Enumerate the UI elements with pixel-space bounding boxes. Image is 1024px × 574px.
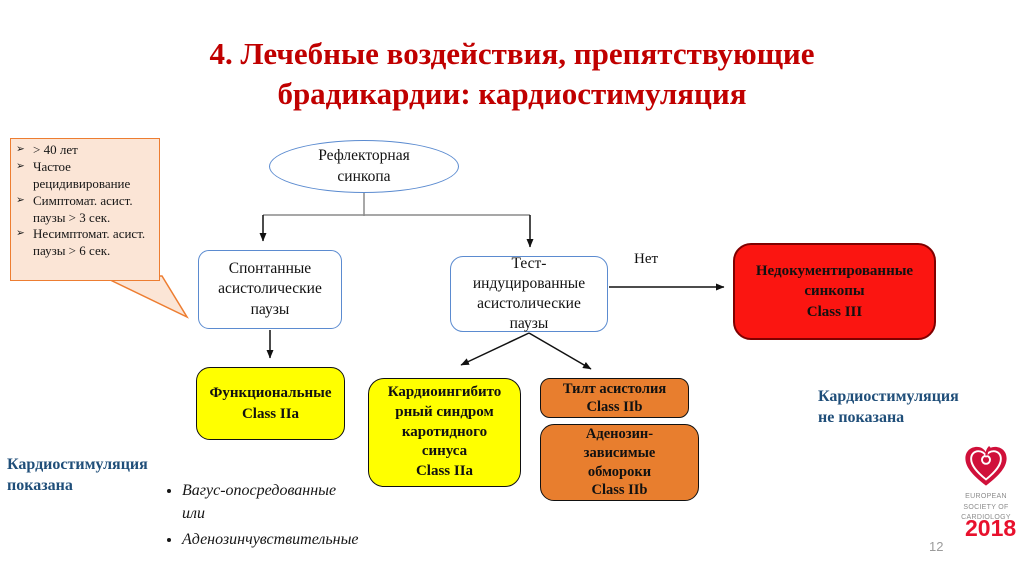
callout-item-text: > 40 лет xyxy=(33,142,78,157)
node-reflex-syncope: Рефлекторная синкопа xyxy=(269,140,459,193)
callout-item: ➢ Симптомат. асист. паузы > 3 сек. xyxy=(16,193,155,227)
node-spontaneous-asystolic-pauses: Спонтанные асистолические паузы xyxy=(198,250,342,329)
callout-item: ➢ > 40 лет xyxy=(16,142,155,159)
node-tilt-asystole-class-iib: Тилт асистолия Class IIb xyxy=(540,378,689,418)
callout-item: ➢ Частое рецидивирование xyxy=(16,159,155,193)
edge-label-no: Нет xyxy=(634,251,659,267)
arrow-to-tilt xyxy=(528,332,592,370)
guideline-year: 2018 xyxy=(965,515,1017,541)
label-pacing-indicated: Кардиостимуляция показана xyxy=(7,456,148,494)
notes-item: Вагус-опосредованные или xyxy=(182,479,348,525)
notes-list: Вагус-опосредованные или Аденозинчувстви… xyxy=(158,479,359,555)
label-pacing-not-indicated: Кардиостимуляция не показана xyxy=(818,388,959,426)
node-adenosine-dependent-syncope-class-iib: Аденозин- зависимые обмороки Class IIb xyxy=(540,424,699,501)
arrowhead-bullet-icon: ➢ xyxy=(16,193,25,206)
node-undocumented-syncope-class-iii: Недокументированные синкопы Class III xyxy=(733,243,936,340)
arrowhead-bullet-icon: ➢ xyxy=(16,143,25,155)
notes-item: Аденозинчувствительные xyxy=(182,528,359,551)
node-functional-class-iia: Функциональные Class IIa xyxy=(196,367,345,440)
callout-item-text: Частое рецидивирование xyxy=(33,158,131,191)
node-test-induced-asystolic-pauses: Тест- индуцированные асистолические пауз… xyxy=(450,255,608,332)
callout-item-text: Симптомат. асист. паузы > 3 сек. xyxy=(33,192,133,225)
slide-title-line2: брадикардии: кардиостимуляция xyxy=(277,76,747,112)
esc-logo-text: EUROPEAN SOCIETY OF CARDIOLOGY xyxy=(961,493,1011,521)
node-cardioinhibitory-carotid-sinus-class-iia: Кардиоингибито рный синдром каротидного … xyxy=(368,378,521,487)
slide-title-line1: 4. Лечебные воздействия, препятствующие xyxy=(209,36,815,71)
esc-logo-heart-icon xyxy=(965,446,1007,486)
page-number: 12 xyxy=(929,539,944,554)
criteria-callout: ➢ > 40 лет ➢ Частое рецидивирование ➢ Си… xyxy=(10,138,160,281)
callout-item-text: Несимптомат. асист. паузы > 6 сек. xyxy=(33,226,146,259)
callout-item: ➢ Несимптомат. асист. паузы > 6 сек. xyxy=(16,226,155,260)
slide-title: 4. Лечебные воздействия, препятствующие … xyxy=(0,34,1024,115)
arrowhead-bullet-icon: ➢ xyxy=(16,159,25,172)
callout-tail xyxy=(101,275,189,319)
arrow-to-carotid xyxy=(460,332,530,366)
arrowhead-bullet-icon: ➢ xyxy=(16,227,25,240)
